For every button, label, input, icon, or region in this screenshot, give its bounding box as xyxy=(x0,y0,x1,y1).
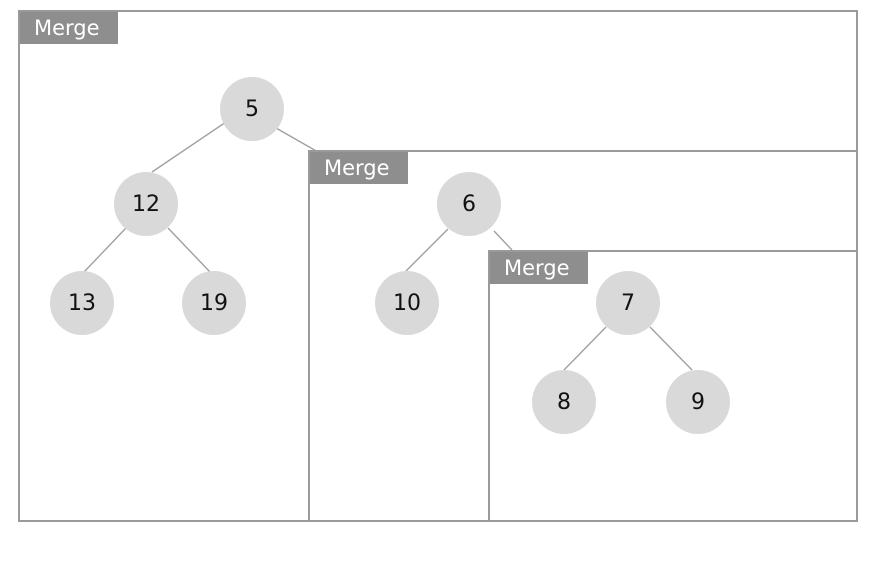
edge-7-8 xyxy=(563,326,607,371)
tree-node-6: 6 xyxy=(437,172,501,236)
edge-6-10 xyxy=(405,228,449,272)
tree-node-5: 5 xyxy=(220,77,284,141)
tree-node-19: 19 xyxy=(182,271,246,335)
tree-node-9: 9 xyxy=(666,370,730,434)
edge-12-13 xyxy=(83,227,127,273)
merge-label-outer: Merge xyxy=(20,12,118,44)
merge-label-inner: Merge xyxy=(490,252,588,284)
tree-node-8: 8 xyxy=(532,370,596,434)
edge-5-12 xyxy=(151,121,227,173)
merge-label-middle: Merge xyxy=(310,152,408,184)
tree-node-12: 12 xyxy=(114,172,178,236)
edge-5-6 xyxy=(275,127,319,153)
merge-panel-inner xyxy=(488,250,858,522)
tree-node-7: 7 xyxy=(596,271,660,335)
edge-12-19 xyxy=(167,227,211,273)
tree-node-10: 10 xyxy=(375,271,439,335)
edge-7-9 xyxy=(649,326,693,371)
tree-node-13: 13 xyxy=(50,271,114,335)
edge-6-7 xyxy=(493,230,513,251)
